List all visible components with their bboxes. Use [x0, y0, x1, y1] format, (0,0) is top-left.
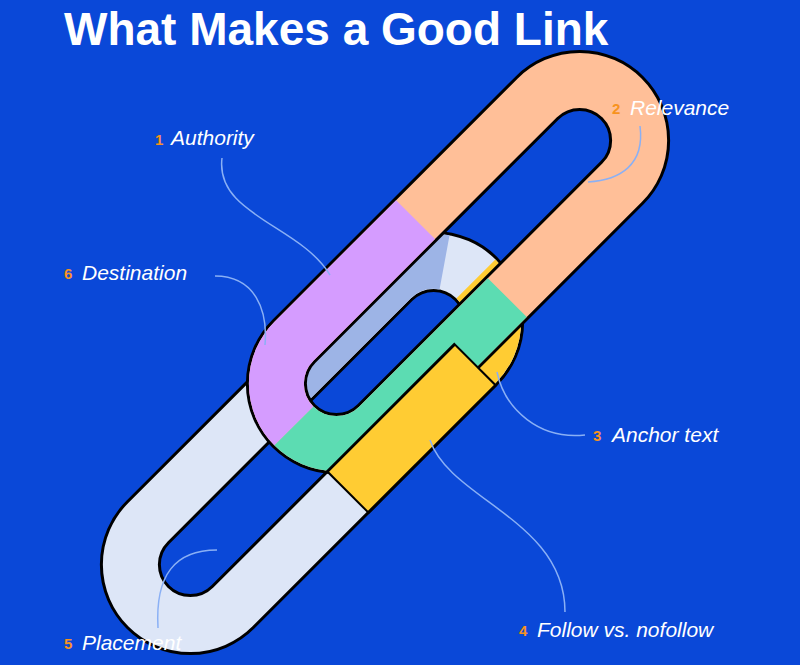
leader-line [215, 276, 265, 345]
leader-line [158, 550, 217, 628]
lower-link-overlap [106, 237, 519, 650]
diagram-title: What Makes a Good Link [64, 4, 608, 54]
link-segment [106, 237, 519, 650]
callout-label: Relevance [630, 96, 729, 120]
callout-label: Placement [82, 631, 181, 655]
leader-line [497, 372, 585, 436]
callout-label: Authority [171, 126, 254, 150]
leader-line [430, 440, 565, 612]
callout-number: 1 [155, 131, 163, 149]
callout-label: Follow vs. nofollow [537, 618, 713, 642]
link-outline [106, 237, 519, 650]
leader-lines [158, 126, 641, 628]
callout-number: 6 [64, 265, 72, 283]
callout-label: Anchor text [612, 423, 718, 447]
callout-number: 3 [593, 427, 601, 445]
leader-line [222, 158, 330, 275]
callout-label: Destination [82, 261, 187, 285]
callout-number: 5 [64, 635, 72, 653]
callout-number: 2 [612, 100, 620, 118]
callout-number: 4 [519, 622, 527, 640]
leader-line [588, 126, 641, 182]
